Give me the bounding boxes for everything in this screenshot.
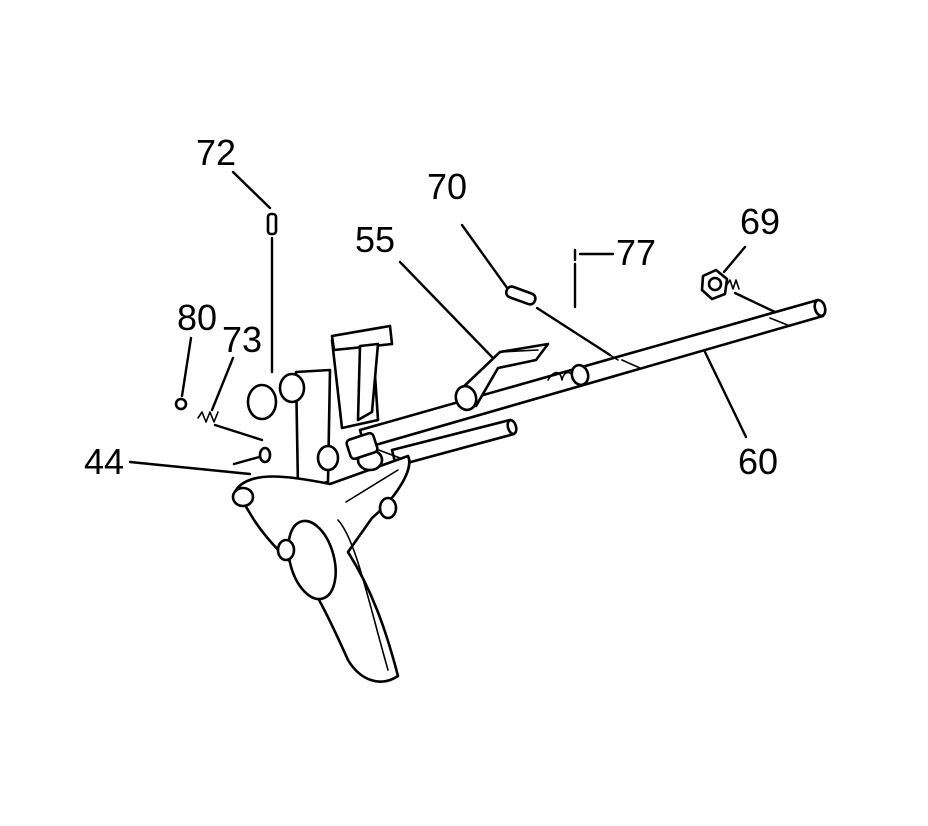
callout-labels: 72 70 69 55 77 80 73 44 60 xyxy=(84,132,780,482)
ball-80 xyxy=(174,397,188,411)
rail-60 xyxy=(358,298,825,450)
leader-73-axis xyxy=(213,423,264,442)
pin-72 xyxy=(266,212,278,236)
spring-73 xyxy=(197,411,219,423)
lever-assembly-44 xyxy=(231,324,411,683)
shift-rail-60 xyxy=(358,298,827,450)
leader-69-axis xyxy=(733,291,777,314)
fork-55 xyxy=(454,342,550,412)
leader-44 xyxy=(128,460,252,476)
leader-70-axis xyxy=(535,306,612,357)
callout-72: 72 xyxy=(196,132,236,173)
leader-73 xyxy=(210,356,235,412)
callout-60: 60 xyxy=(738,441,778,482)
leader-69 xyxy=(722,245,747,274)
callout-44: 44 xyxy=(84,441,124,482)
leader-80 xyxy=(180,336,193,398)
leader-60 xyxy=(703,350,748,439)
leader-lines xyxy=(128,170,777,476)
callout-80: 80 xyxy=(177,297,217,338)
callout-70: 70 xyxy=(427,166,467,207)
small-parts xyxy=(174,212,740,423)
leader-55 xyxy=(398,260,494,359)
leader-70 xyxy=(460,223,512,294)
leader-72 xyxy=(231,170,272,210)
callout-77: 77 xyxy=(616,232,656,273)
callout-55: 55 xyxy=(355,219,395,260)
pin-70 xyxy=(504,285,537,306)
callout-73: 73 xyxy=(222,319,262,360)
callout-69: 69 xyxy=(740,201,780,242)
bolt-69 xyxy=(700,268,740,301)
